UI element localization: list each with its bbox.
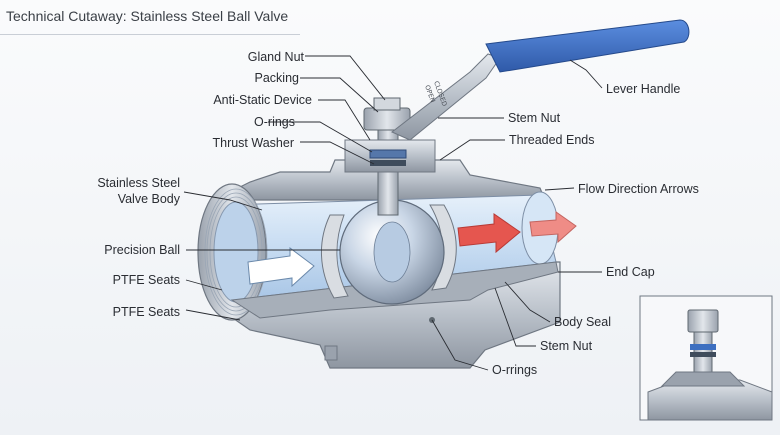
label-flow-direction-arrows: Flow Direction Arrows (578, 182, 699, 196)
label-o-rings-bottom: O-rrings (492, 363, 537, 377)
flow-arrow-mid (457, 213, 521, 254)
label-body-seal: Body Seal (554, 315, 611, 329)
lever-handle-grip (485, 19, 690, 73)
inset-detail (639, 295, 773, 421)
title-divider (0, 34, 300, 35)
label-lever-handle: Lever Handle (606, 82, 680, 96)
page-title: Technical Cutaway: Stainless Steel Ball … (6, 8, 289, 24)
ptfe-seat-left (321, 214, 349, 299)
label-body-line2: Valve Body (118, 192, 181, 206)
packing-rings (369, 149, 407, 159)
gland-nut-top (373, 97, 401, 111)
label-o-rings-top: O-rings (254, 115, 295, 129)
label-end-cap: End Cap (606, 265, 655, 279)
label-body-line1: Stainless Steel (97, 176, 180, 190)
label-precision-ball: Precision Ball (104, 243, 180, 257)
label-packing: Packing (255, 71, 300, 85)
label-thrust-washer: Thrust Washer (212, 136, 294, 150)
label-stem-nut-top: Stem Nut (508, 111, 561, 125)
label-ptfe-seats-1: PTFE Seats (113, 273, 180, 287)
label-gland-nut: Gland Nut (248, 50, 305, 64)
label-anti-static-device: Anti-Static Device (213, 93, 312, 107)
label-ptfe-seats-2: PTFE Seats (113, 305, 180, 319)
flow-arrow-left (247, 247, 315, 288)
flow-arrow-right (529, 211, 577, 244)
label-stem-nut-bottom: Stem Nut (540, 339, 593, 353)
leader-lines (183, 55, 603, 371)
label-threaded-ends: Threaded Ends (509, 133, 594, 147)
